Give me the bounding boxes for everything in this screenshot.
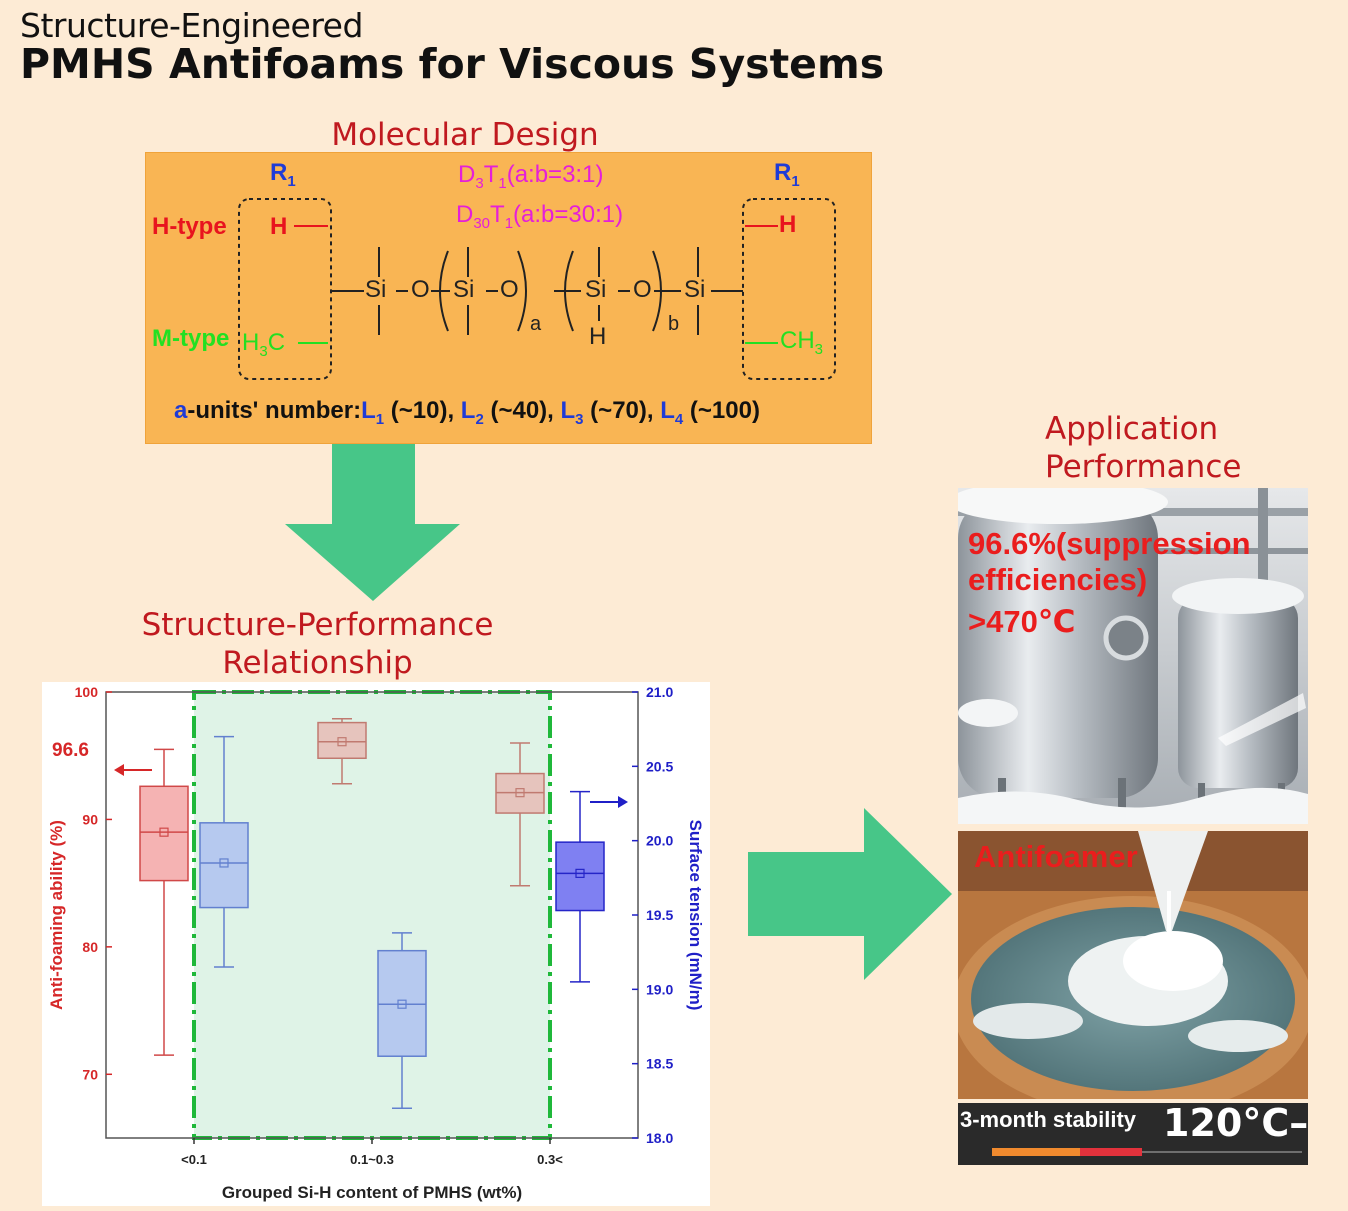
- x-axis-title: Grouped Si-H content of PMHS (wt%): [222, 1183, 522, 1202]
- spr-heading-line2: Relationship: [222, 645, 413, 681]
- right-tick-label: 18.5: [646, 1056, 673, 1072]
- application-heading: Application Performance: [1010, 410, 1285, 486]
- down-arrow: [285, 444, 460, 601]
- annotation-96-6: 96.6: [52, 740, 89, 761]
- tanks-illustration: [958, 488, 1308, 824]
- left-tick-label: 80: [82, 939, 98, 955]
- spr-heading-line1: Structure-Performance: [141, 607, 494, 643]
- box-mean-marker: [219, 858, 229, 868]
- box-plot-svg: 70 80 90 100 18.0 18.5 19.0 19.5 20.0 20.5 21.0 <0.…: [47, 684, 705, 1202]
- application-heading-line1: Application: [1045, 411, 1219, 447]
- r1-left-label: R1: [270, 159, 296, 190]
- antifoamer-label: Antifoamer: [974, 839, 1138, 874]
- right-axis-arrowhead: [618, 796, 628, 808]
- structure-performance-heading: Structure-Performance Relationship: [120, 606, 515, 682]
- molecular-structure-panel: R1 R1 D3T1(a:b=3:1) D30T1(a:b=30:1) H-ty…: [145, 152, 872, 444]
- box-iqr: [139, 785, 189, 882]
- suppression-line2: efficiencies): [968, 562, 1148, 597]
- bowl-illustration: [958, 831, 1308, 1099]
- stability-bar-track: [1142, 1151, 1302, 1153]
- right-tick-label: 19.0: [646, 981, 673, 997]
- box-mean-marker: [515, 788, 525, 798]
- right-arrow: [748, 808, 952, 980]
- y-left-axis-title: Anti-foaming ability (%): [47, 820, 66, 1010]
- box-mean-marker: [575, 868, 585, 878]
- x-tick-label: 0.3<: [537, 1152, 563, 1167]
- r1-right-dashed-box: [742, 198, 836, 380]
- left-tick-label: 70: [82, 1066, 98, 1082]
- h3c-substituent: H3C: [242, 329, 286, 360]
- subscript-a: a: [530, 313, 542, 335]
- molecule-bonds: [238, 198, 836, 380]
- stability-bar-red: [1080, 1148, 1142, 1156]
- box-iqr: [555, 841, 605, 912]
- box-mean-marker: [397, 999, 407, 1009]
- h-type-label: H-type: [152, 213, 227, 240]
- stability-temperature: 120°C–: [1163, 1101, 1309, 1145]
- page-title: PMHS Antifoams for Viscous Systems: [20, 40, 885, 88]
- d30t1-label: D30T1(a:b=30:1): [456, 201, 624, 232]
- y-right-axis-title: Surface tension (mN/m): [686, 820, 705, 1011]
- si-atom-1: Si: [365, 276, 387, 303]
- right-tick-label: 18.0: [646, 1130, 673, 1146]
- subscript-b: b: [668, 313, 680, 335]
- title-subtitle: Structure-Engineered: [20, 6, 363, 45]
- x-tick-label: <0.1: [181, 1152, 207, 1167]
- r1-left-dashed-box: [238, 198, 332, 380]
- right-tick-label: 19.5: [646, 907, 673, 923]
- right-tick-label: 21.0: [646, 684, 673, 700]
- si-atom-3: Si: [585, 276, 607, 303]
- suppression-line1: 96.6%(suppression: [968, 526, 1251, 561]
- left-axis-arrowhead: [114, 764, 124, 776]
- right-tick-label: 20.5: [646, 758, 673, 774]
- o-atom-2: O: [500, 276, 519, 303]
- h-substituent-right: H: [779, 211, 797, 238]
- si-atom-2: Si: [453, 276, 475, 303]
- box-plot-chart: 70 80 90 100 18.0 18.5 19.0 19.5 20.0 20.5 21.0 <0.…: [42, 682, 710, 1206]
- d3t1-label: D3T1(a:b=3:1): [458, 161, 604, 192]
- right-tick-label: 20.0: [646, 833, 673, 849]
- x-tick-label: 0.1~0.3: [350, 1152, 394, 1167]
- left-tick-label: 90: [82, 811, 98, 827]
- box-iqr: [199, 822, 249, 909]
- ch3-substituent: CH3: [780, 327, 824, 358]
- o-atom-1: O: [411, 276, 430, 303]
- box-mean-marker: [337, 737, 347, 747]
- application-heading-line2: Performance: [1045, 449, 1242, 485]
- si-atom-4: Si: [684, 276, 706, 303]
- suppression-efficiency-text: 96.6%(suppression efficiencies) >470℃: [968, 526, 1251, 640]
- stability-bar-orange: [992, 1148, 1080, 1156]
- molecular-design-heading: Molecular Design: [331, 117, 599, 153]
- antifoamer-bowl-image: Antifoamer: [958, 831, 1308, 1099]
- box-mean-marker: [159, 827, 169, 837]
- r1-right-label: R1: [774, 159, 800, 190]
- m-type-label: M-type: [152, 325, 230, 352]
- h-substituent-left: H: [270, 213, 288, 240]
- box-iqr: [317, 721, 367, 760]
- stability-label: 3-month stability: [960, 1107, 1137, 1132]
- stability-strip: 3-month stability 120°C–: [958, 1101, 1309, 1165]
- temperature-470-text: >470℃: [968, 604, 1076, 639]
- units-number-line: a-units' number:L1 (~10), L2 (~40), L3 (…: [174, 397, 760, 428]
- left-tick-label: 100: [75, 684, 99, 700]
- si-h-atom: H: [589, 323, 607, 350]
- highlight-region: [194, 692, 550, 1138]
- o-atom-3: O: [633, 276, 652, 303]
- industrial-tanks-image: 96.6%(suppression efficiencies) >470℃: [958, 488, 1308, 824]
